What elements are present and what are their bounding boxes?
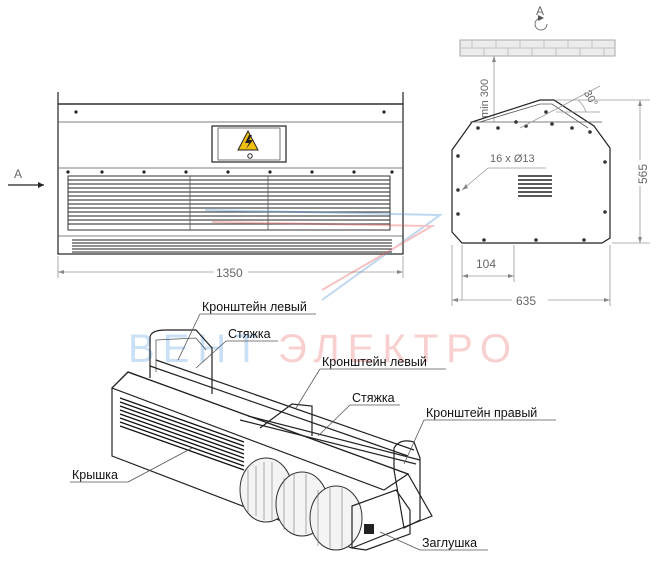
front-view: A 1350 <box>8 92 404 280</box>
watermark: ВЕНТ ЭЛЕКТРО <box>128 209 519 371</box>
callouts: Кронштейн левый Стяжка Кронштейн левый С… <box>70 300 556 551</box>
callout-bracket-left-1: Кронштейн левый <box>202 300 307 314</box>
dim-width: 1350 <box>57 256 404 280</box>
warning-icon <box>237 129 259 151</box>
dim-width-label: 1350 <box>216 266 243 280</box>
callout-bracket-left-2: Кронштейн левый <box>322 355 427 369</box>
isometric-view <box>110 329 433 551</box>
iso-grille <box>119 397 245 471</box>
lower-grille <box>72 239 392 253</box>
view-label: A <box>14 167 22 181</box>
electrical-panel <box>211 125 287 163</box>
dim-depth-label: 635 <box>516 294 536 308</box>
callout-tie-1: Стяжка <box>228 327 271 341</box>
callout-cover: Крышка <box>72 468 118 482</box>
upper-grille <box>68 179 390 225</box>
dim-height-label: 565 <box>636 164 650 184</box>
view-arrow-a: A <box>8 167 44 188</box>
callout-plug: Заглушка <box>422 536 477 550</box>
view-a-top-label: A <box>536 4 544 18</box>
angle-label: 30° <box>581 88 600 108</box>
side-body <box>451 99 611 244</box>
callout-bracket-right: Кронштейн правый <box>426 406 537 420</box>
holes-label: 16 x Ø13 <box>490 153 535 165</box>
callout-tie-2: Стяжка <box>352 391 395 405</box>
dim-offset-label: 104 <box>476 257 496 271</box>
fans <box>239 457 363 551</box>
watermark-right: ЭЛЕКТРО <box>278 327 519 371</box>
dim-min-label: min 300 <box>479 79 491 118</box>
side-view: A min 300 16 x Ø13 <box>451 4 650 308</box>
side-grille <box>518 175 552 197</box>
